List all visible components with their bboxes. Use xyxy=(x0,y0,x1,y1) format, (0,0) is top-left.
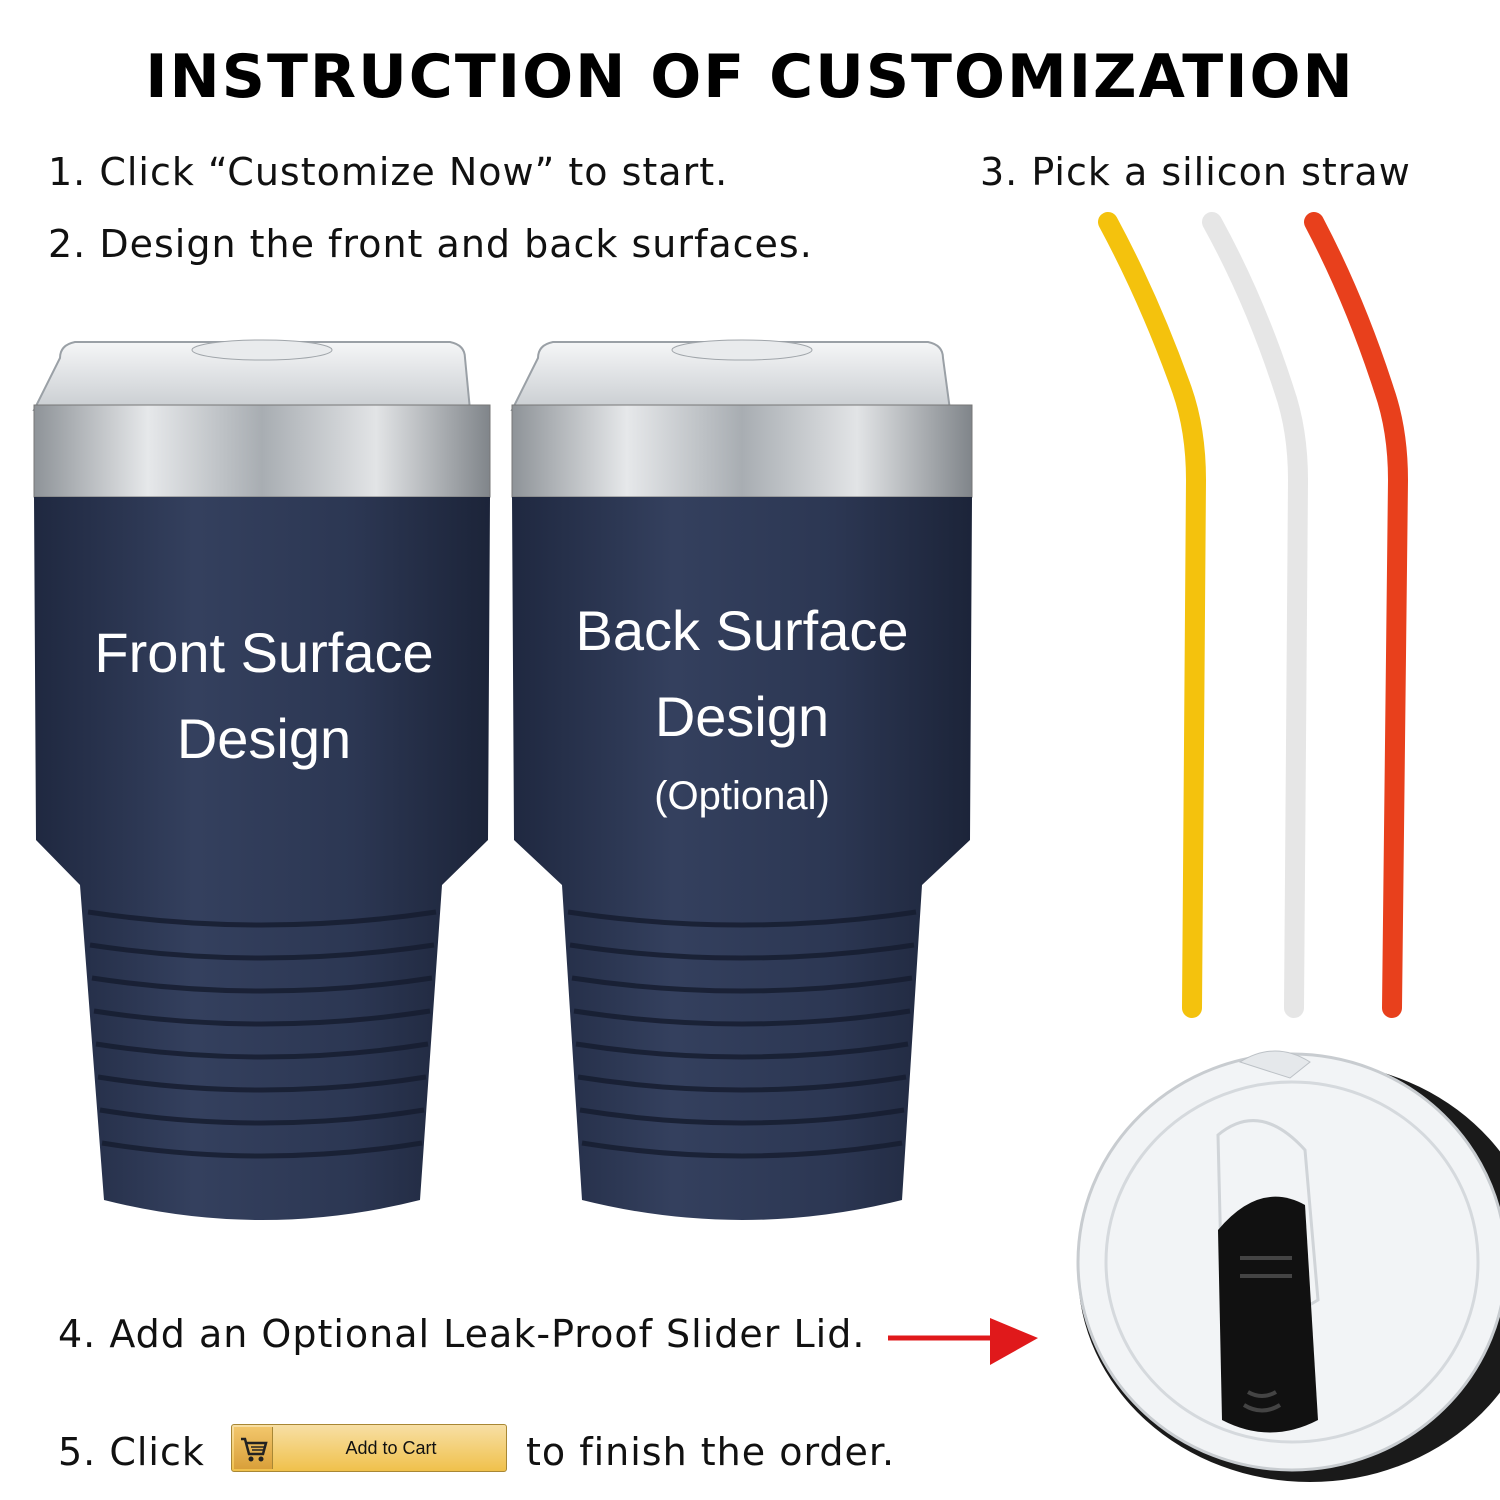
step-4-text: 4. Add an Optional Leak-Proof Slider Lid… xyxy=(58,1312,866,1356)
step-3-text: 3. Pick a silicon straw xyxy=(980,150,1411,194)
white-straw xyxy=(1202,212,1309,1018)
front-tumbler xyxy=(32,339,491,1220)
front-surface-label: Front Surface Design xyxy=(64,610,464,782)
arrow-icon xyxy=(888,1318,1038,1365)
back-surface-line2: Design xyxy=(654,685,830,748)
step-5-suffix: to finish the order. xyxy=(526,1430,896,1474)
front-surface-line2: Design xyxy=(176,707,352,770)
add-to-cart-label: Add to Cart xyxy=(345,1438,437,1458)
back-surface-line1: Back Surface xyxy=(575,599,909,662)
add-to-cart-button[interactable]: Add to Cart xyxy=(231,1424,507,1472)
back-surface-label: Back Surface Design xyxy=(542,588,942,760)
back-tumbler xyxy=(510,339,973,1220)
page-title: INSTRUCTION OF CUSTOMIZATION xyxy=(145,42,1355,112)
step-2-text: 2. Design the front and back surfaces. xyxy=(48,222,813,266)
step-1-text: 1. Click “Customize Now” to start. xyxy=(48,150,729,194)
back-surface-note: (Optional) xyxy=(654,774,830,818)
step-5-prefix: 5. Click xyxy=(58,1430,205,1474)
front-surface-line1: Front Surface xyxy=(94,621,434,684)
red-straw xyxy=(1304,212,1409,1018)
slider-lid xyxy=(1076,1050,1500,1482)
cart-icon xyxy=(234,1427,273,1469)
yellow-straw xyxy=(1098,212,1207,1018)
straw-options xyxy=(1098,212,1409,1018)
